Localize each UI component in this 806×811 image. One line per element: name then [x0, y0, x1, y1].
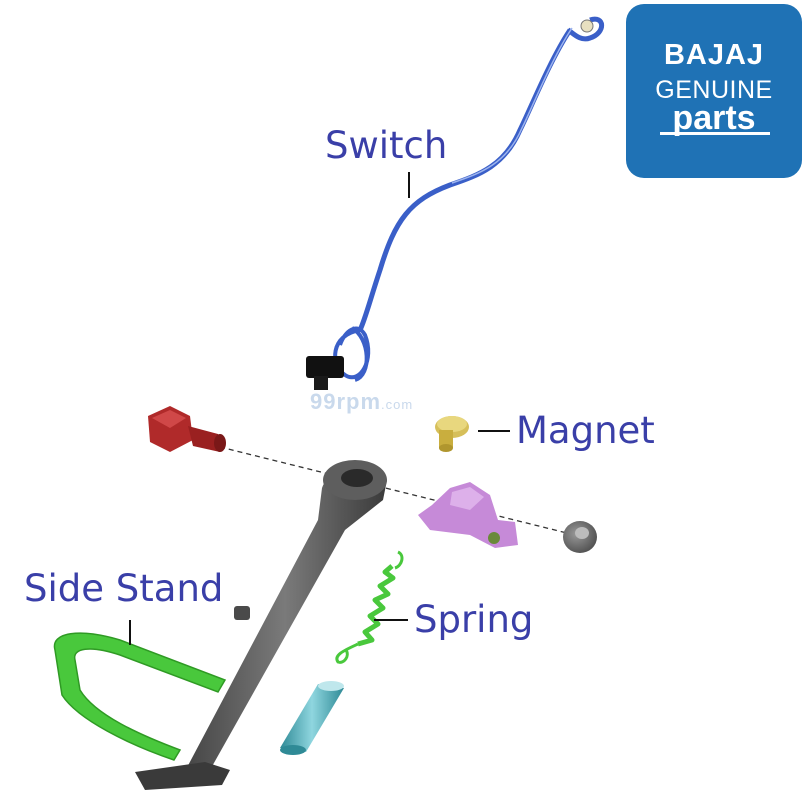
switch-part: [306, 16, 605, 390]
badge-underline: [660, 132, 770, 135]
badge-brand: BAJAJ: [663, 39, 765, 71]
bolt-part: [148, 406, 226, 452]
spring-label: Spring: [414, 598, 534, 641]
magnet-label: Magnet: [516, 409, 655, 452]
badge-parts: parts: [672, 99, 756, 137]
nut-part: [563, 521, 597, 553]
bajaj-genuine-parts-badge: BAJAJ GENUINE parts: [626, 4, 802, 178]
pin-part: [280, 681, 344, 755]
watermark-text: 99rpm: [310, 389, 382, 414]
magnet-part: [435, 416, 469, 452]
watermark: 99rpm.com: [310, 389, 413, 415]
bracket-part: [418, 482, 518, 548]
watermark-domain: .com: [381, 397, 414, 412]
badge-genuine: GENUINE: [655, 76, 773, 104]
side-stand-part: [53, 460, 387, 790]
assembly-axis-line: [219, 446, 576, 536]
switch-label: Switch: [325, 124, 448, 167]
side-stand-label: Side Stand: [24, 567, 224, 610]
spring-part: [335, 550, 404, 664]
